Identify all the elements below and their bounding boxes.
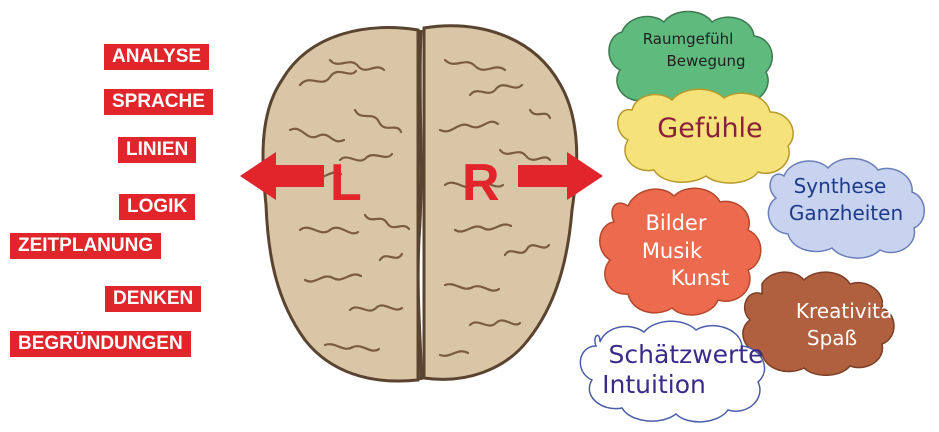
cloud-synthese-line-1: Synthese [794,174,887,198]
cloud-bilder-line-3: Kunst [671,266,730,290]
cloud-schaetzwerte-line-1: Schätzwerte [609,340,764,369]
cloud-gefuehle: Gefühle [618,89,793,183]
cloud-schaetzwerte-line-2: Intuition [602,370,706,399]
cloud-kreativitaet: Kreativität Spaß [743,272,900,375]
cloud-bilder-line-1: Bilder [646,211,707,235]
cloud-schaetzwerte: Schätzwerte Intuition [580,321,764,422]
cloud-bilder: Bilder Musik Kunst [600,188,761,315]
cloud-raumgefuehl-line-2: Bewegung [666,52,745,70]
brain: L R [263,26,577,381]
cloud-kreativitaet-line-2: Spaß [807,326,857,350]
cloud-synthese-line-2: Ganzheiten [789,201,903,225]
cloud-raumgefuehl-line-1: Raumgefühl [643,30,734,48]
cloud-kreativitaet-line-1: Kreativität [796,299,900,323]
cloud-bilder-line-2: Musik [642,239,703,263]
brain-right-hemisphere [424,26,577,379]
cloud-gefuehle-line-1: Gefühle [657,113,762,144]
cloud-synthese: Synthese Ganzheiten [768,158,924,258]
brain-letter-right: R [462,154,500,212]
brain-letter-left: L [330,154,362,212]
